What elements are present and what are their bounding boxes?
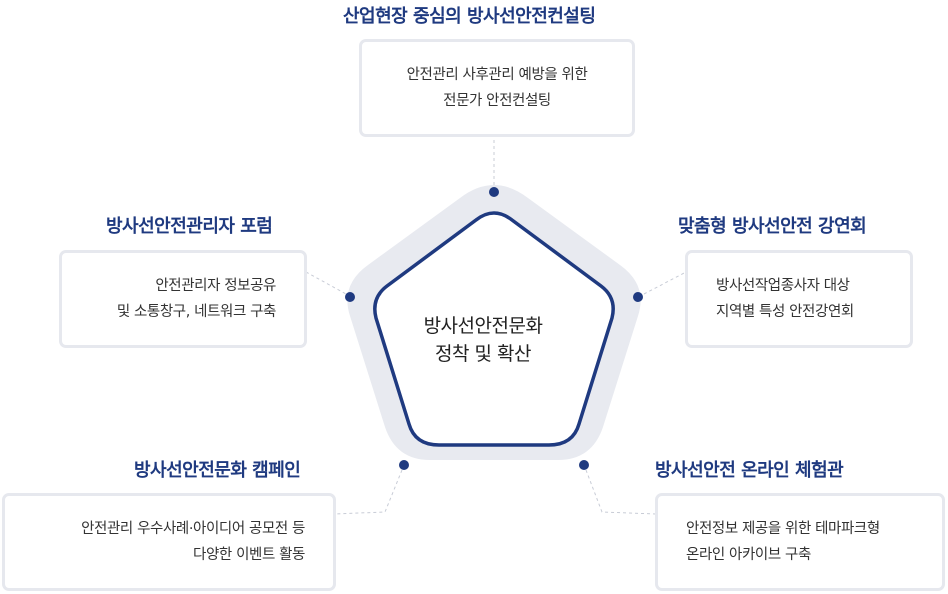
right-node-title: 맞춤형 방사선안전 강연회 — [678, 216, 867, 237]
dot-left — [345, 292, 355, 302]
connector-left — [305, 271, 347, 295]
center-line1: 방사선안전문화 — [423, 315, 543, 337]
top-node-line1: 안전관리 사후관리 예방을 위한 — [406, 67, 588, 83]
left-node-line1: 안전관리자 정보공유 — [155, 278, 276, 294]
bottom-left-node-box: 안전관리 우수사례·아이디어 공모전 등 다양한 이벤트 활동 — [2, 493, 336, 591]
left-node-box: 안전관리자 정보공유 및 소통창구, 네트워크 구축 — [59, 250, 307, 348]
connector-bottom-right — [585, 469, 657, 515]
bottom-right-node-title: 방사선안전 온라인 체험관 — [655, 460, 844, 481]
top-node-box: 안전관리 사후관리 예방을 위한 전문가 안전컨설팅 — [359, 39, 635, 137]
bottom-right-node-box: 안전정보 제공을 위한 테마파크형 온라인 아카이브 구축 — [655, 493, 945, 591]
center-line2: 정착 및 확산 — [435, 343, 531, 365]
top-node-line2: 전문가 안전컨설팅 — [443, 93, 551, 109]
center-label: 방사선안전문화 정착 및 확산 — [388, 312, 578, 368]
bottom-right-node-line2: 온라인 아카이브 구축 — [686, 547, 811, 563]
top-node-title: 산업현장 중심의 방사선안전컨설팅 — [343, 6, 596, 27]
bottom-right-node-line1: 안전정보 제공을 위한 테마파크형 — [686, 521, 880, 537]
bottom-left-node-title: 방사선안전문화 캠페인 — [134, 460, 301, 481]
inner-pentagon — [373, 211, 615, 447]
right-node-line2: 지역별 특성 안전강연회 — [716, 304, 854, 320]
bottom-left-node-line2: 다양한 이벤트 활동 — [193, 547, 305, 563]
connector-bottom-left — [333, 469, 403, 515]
right-node-line1: 방사선작업종사자 대상 — [716, 278, 850, 294]
bottom-left-node-line1: 안전관리 우수사례·아이디어 공모전 등 — [81, 521, 305, 537]
dot-top — [489, 187, 499, 197]
connector-right — [643, 271, 687, 295]
dot-bottom-right — [579, 460, 589, 470]
dot-right — [633, 292, 643, 302]
right-node-box: 방사선작업종사자 대상 지역별 특성 안전강연회 — [685, 250, 913, 348]
dot-bottom-left — [399, 460, 409, 470]
left-node-title: 방사선안전관리자 포럼 — [106, 216, 273, 237]
left-node-line2: 및 소통창구, 네트워크 구축 — [116, 304, 277, 320]
